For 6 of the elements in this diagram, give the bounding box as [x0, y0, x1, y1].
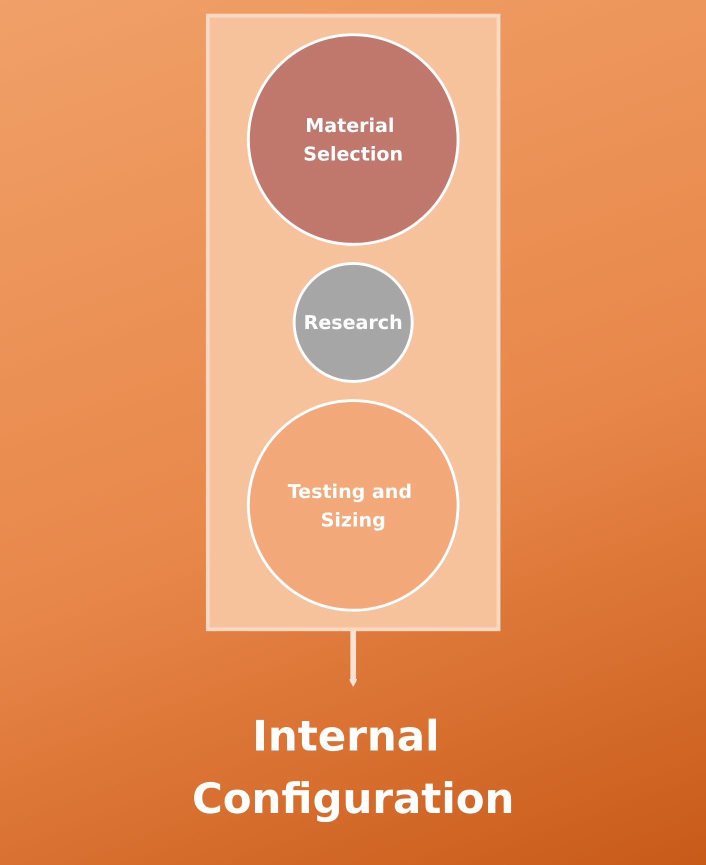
- cluster: [206, 13, 500, 631]
- node-circle: Testing and Sizing: [246, 398, 460, 612]
- arrow: [348, 628, 358, 686]
- node-circle: Research: [292, 261, 414, 382]
- node-circle: Material Selection: [246, 32, 460, 246]
- node-text: Internal Configuration: [192, 712, 514, 824]
